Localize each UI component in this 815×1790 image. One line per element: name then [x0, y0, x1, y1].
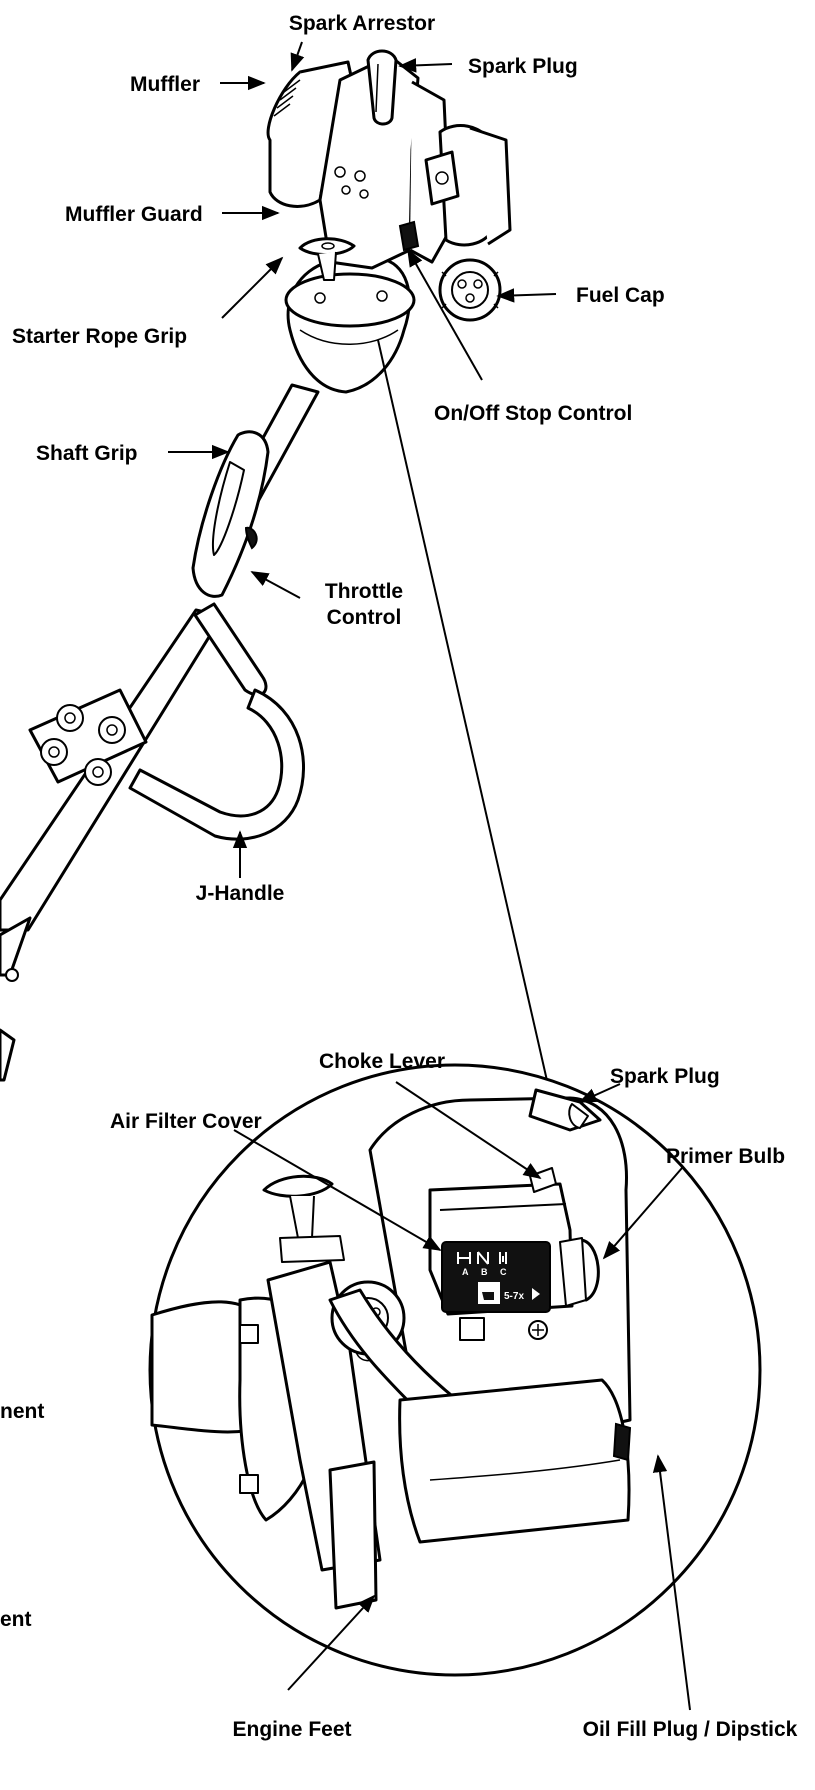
- j-handle-bar: [28, 602, 306, 841]
- trimmer-illustration: [0, 49, 512, 1082]
- label-fuel-cap: Fuel Cap: [576, 284, 665, 307]
- label-cut-off-1: nent: [0, 1400, 44, 1423]
- muffler-fins: [273, 79, 301, 117]
- label-on-off-stop-control: On/Off Stop Control: [434, 402, 632, 425]
- label-primer-bulb: Primer Bulb: [666, 1145, 785, 1168]
- label-engine-feet: Engine Feet: [232, 1718, 351, 1741]
- label-throttle-control-line1: Throttle: [325, 580, 403, 603]
- decal-arrow-icon: [532, 1288, 540, 1300]
- engine-block: [266, 49, 512, 394]
- label-choke-lever: Choke Lever: [319, 1050, 445, 1073]
- label-muffler: Muffler: [130, 73, 200, 96]
- detail-callout-line: [377, 339, 549, 1086]
- decal-primer-count: 5-7x: [504, 1291, 524, 1302]
- control-decal: A B C 5-7x: [441, 1241, 551, 1313]
- label-starter-rope-grip: Starter Rope Grip: [12, 325, 187, 348]
- fuel-cap-part: [438, 258, 502, 322]
- decal-letter-c: C: [500, 1267, 507, 1277]
- clamp-screws: [40, 704, 126, 786]
- label-muffler-guard: Muffler Guard: [65, 203, 203, 226]
- decal-letter-a: A: [462, 1267, 469, 1277]
- label-shaft-grip: Shaft Grip: [36, 442, 138, 465]
- label-spark-plug-detail: Spark Plug: [610, 1065, 720, 1088]
- label-oil-fill-plug-dipstick: Oil Fill Plug / Dipstick: [583, 1718, 798, 1741]
- label-throttle-control-line2: Control: [327, 606, 402, 629]
- label-cut-off-2: ent: [0, 1608, 32, 1631]
- label-j-handle: J-Handle: [196, 882, 285, 905]
- label-spark-plug-top: Spark Plug: [468, 55, 578, 78]
- decal-letter-b: B: [481, 1267, 488, 1277]
- callout-lines: [168, 41, 691, 1711]
- label-air-filter-cover: Air Filter Cover: [110, 1110, 262, 1133]
- shaft-grip-housing: [191, 430, 270, 598]
- label-spark-arrestor: Spark Arrestor: [289, 12, 435, 35]
- starter-grip-part: [298, 237, 356, 281]
- engine-detail-view: A B C 5-7x: [148, 339, 762, 1677]
- part-labels: Spark Arrestor Muffler Spark Plug Muffle…: [0, 12, 798, 1741]
